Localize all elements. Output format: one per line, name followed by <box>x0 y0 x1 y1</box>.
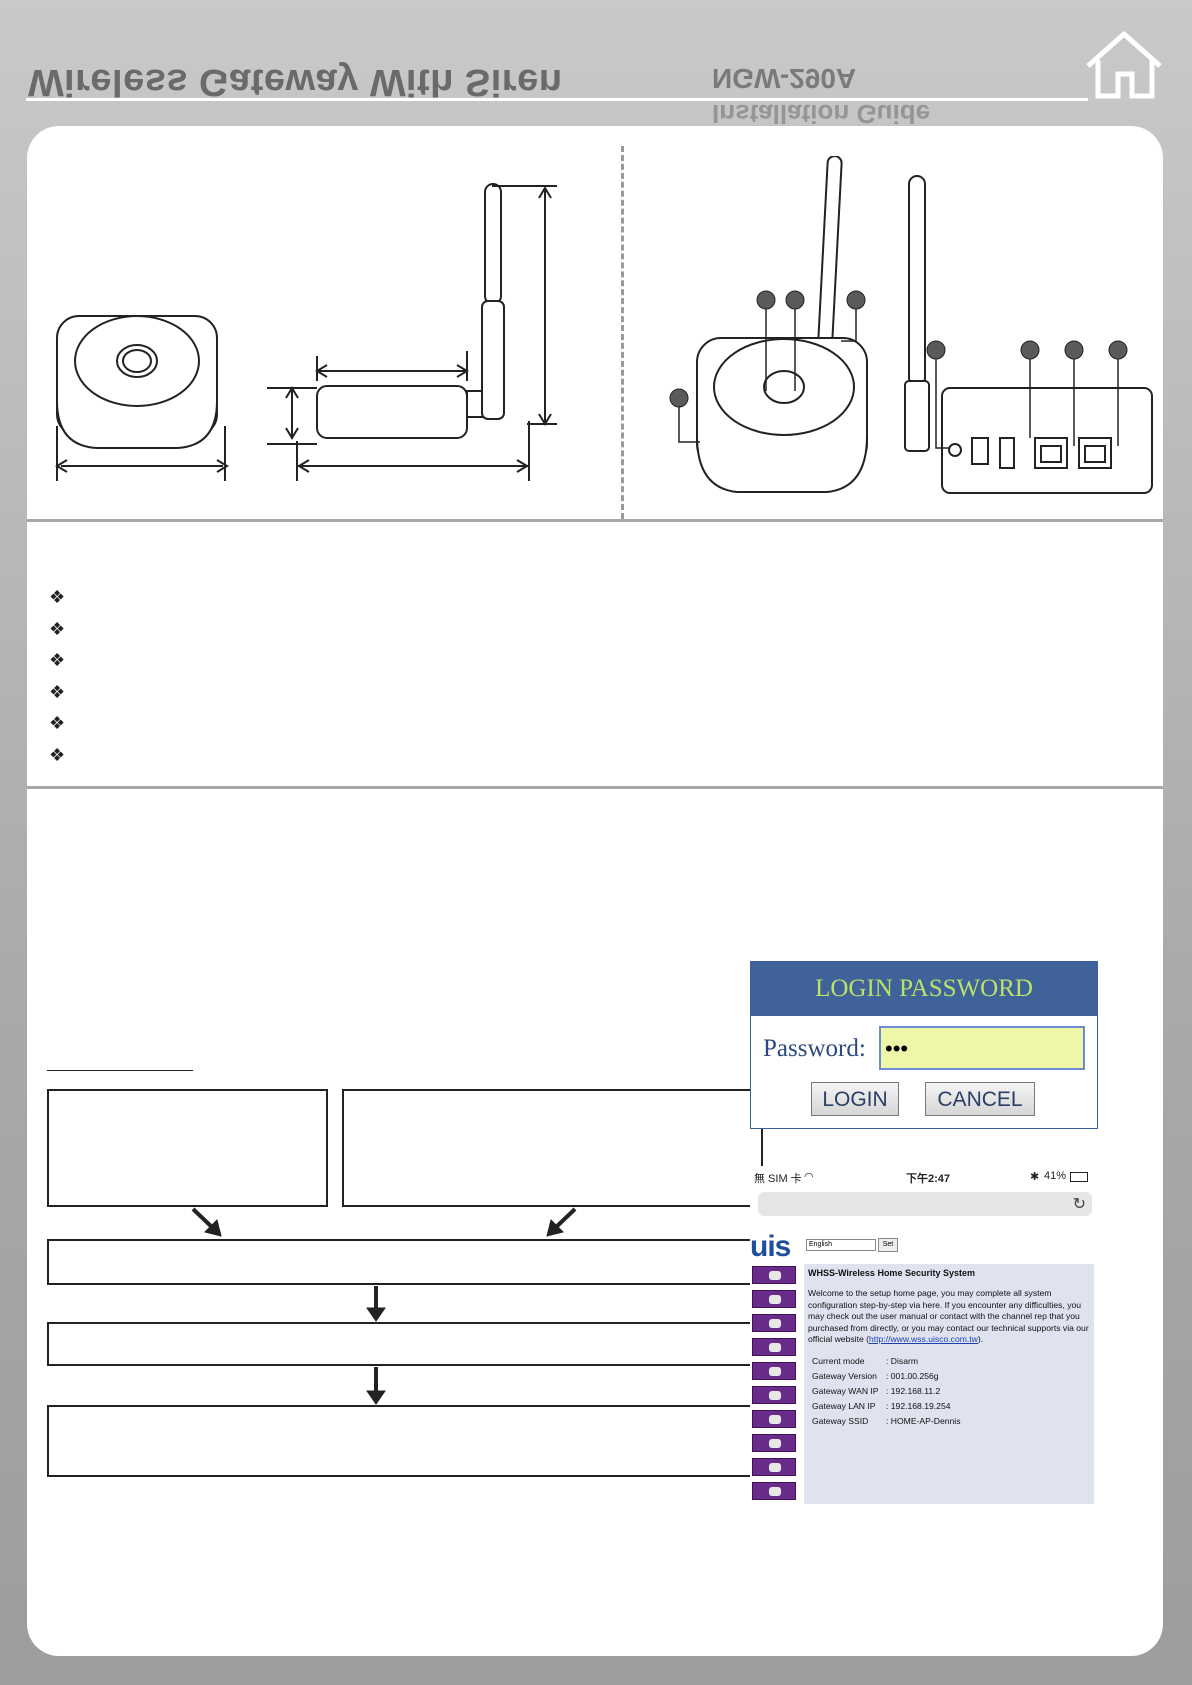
info-row: Current mode: Disarm <box>812 1355 918 1366</box>
menu-icon-button[interactable] <box>752 1458 796 1476</box>
menu-icon-button[interactable] <box>752 1266 796 1284</box>
login-button[interactable]: LOGIN <box>811 1082 899 1116</box>
battery-percent: 41% <box>1044 1170 1067 1182</box>
phone-screenshot: 無 SIM 卡 ◠ 下午2:47 ✱ 41% ↻ uis English Set… <box>750 1166 1098 1506</box>
flow-step-box <box>47 1322 763 1366</box>
flow-step-box <box>47 1239 763 1285</box>
system-title: WHSS-Wireless Home Security System <box>808 1268 975 1278</box>
guide-subtitle: Installation Guide <box>712 99 931 129</box>
diamond-bullet-icon: ❖ <box>49 650 66 670</box>
welcome-text: Welcome to the setup home page, you may … <box>808 1288 1089 1344</box>
url-bar[interactable]: ↻ <box>758 1192 1092 1216</box>
status-bar: 無 SIM 卡 ◠ 下午2:47 ✱ 41% <box>754 1170 1094 1186</box>
info-row: Gateway Version: 001.00.256g <box>812 1370 939 1381</box>
diamond-bullet-icon: ❖ <box>49 744 66 765</box>
password-field[interactable]: ••• <box>879 1026 1085 1070</box>
list-item: ❖ <box>49 714 65 746</box>
diamond-bullet-icon: ❖ <box>49 587 66 607</box>
flow-step-box <box>342 1089 763 1207</box>
section-divider <box>27 519 1163 522</box>
menu-icon-button[interactable] <box>752 1362 796 1380</box>
list-item: ❖ <box>49 651 65 683</box>
menu-icon-button[interactable] <box>752 1434 796 1452</box>
language-select[interactable]: English <box>806 1239 876 1251</box>
header-divider <box>26 98 1088 101</box>
page-title: Wireless Gateway With Siren <box>28 61 563 103</box>
menu-icon-button[interactable] <box>752 1482 796 1500</box>
menu-icon-button[interactable] <box>752 1410 796 1428</box>
website-link[interactable]: http://www.wss.uisco.com.tw <box>868 1334 978 1344</box>
login-dialog: LOGIN PASSWORD Password: ••• LOGIN CANCE… <box>750 961 1098 1129</box>
diamond-bullet-icon: ❖ <box>49 618 66 639</box>
content-card: ❖ ❖ ❖ ❖ ❖ ❖ <box>27 126 1163 1656</box>
home-content-panel: WHSS-Wireless Home Security System Welco… <box>804 1264 1094 1504</box>
section-divider <box>27 786 1163 789</box>
parts-diagram <box>669 156 1153 494</box>
feature-list: ❖ ❖ ❖ ❖ ❖ ❖ <box>49 588 65 777</box>
dimension-diagram <box>55 183 557 481</box>
info-row: Gateway LAN IP: 192.168.19.254 <box>812 1400 951 1411</box>
list-item: ❖ <box>49 683 65 715</box>
battery-icon <box>1070 1172 1088 1182</box>
info-row: Gateway SSID: HOME-AP-Dennis <box>812 1415 961 1426</box>
model-number: NGW-290A <box>712 63 857 94</box>
status-time: 下午2:47 <box>906 1173 951 1185</box>
flow-step-box <box>47 1405 763 1477</box>
set-button[interactable]: Set <box>878 1238 898 1252</box>
menu-icon-button[interactable] <box>752 1338 796 1356</box>
menu-icon-button[interactable] <box>752 1314 796 1332</box>
section-divider-dashed <box>621 146 624 519</box>
menu-icon-button[interactable] <box>752 1290 796 1308</box>
home-icon[interactable] <box>1082 30 1166 102</box>
cancel-button[interactable]: CANCEL <box>925 1082 1035 1116</box>
login-title: LOGIN PASSWORD <box>751 962 1097 1016</box>
diamond-bullet-icon: ❖ <box>49 713 66 733</box>
bluetooth-icon: ✱ <box>1030 1171 1040 1183</box>
list-item: ❖ <box>49 620 65 652</box>
flow-heading-underline <box>47 1070 193 1071</box>
info-row: Gateway WAN IP: 192.168.11.2 <box>812 1385 941 1396</box>
logo: uis <box>750 1230 791 1263</box>
diamond-bullet-icon: ❖ <box>49 681 66 702</box>
password-label: Password: <box>763 1035 866 1062</box>
menu-icon-button[interactable] <box>752 1386 796 1404</box>
wifi-icon: ◠ <box>804 1171 814 1183</box>
carrier-label: 無 SIM 卡 <box>754 1173 802 1185</box>
list-item: ❖ <box>49 746 65 778</box>
refresh-icon[interactable]: ↻ <box>1072 1196 1086 1213</box>
flow-step-box <box>47 1089 328 1207</box>
list-item: ❖ <box>49 588 65 620</box>
